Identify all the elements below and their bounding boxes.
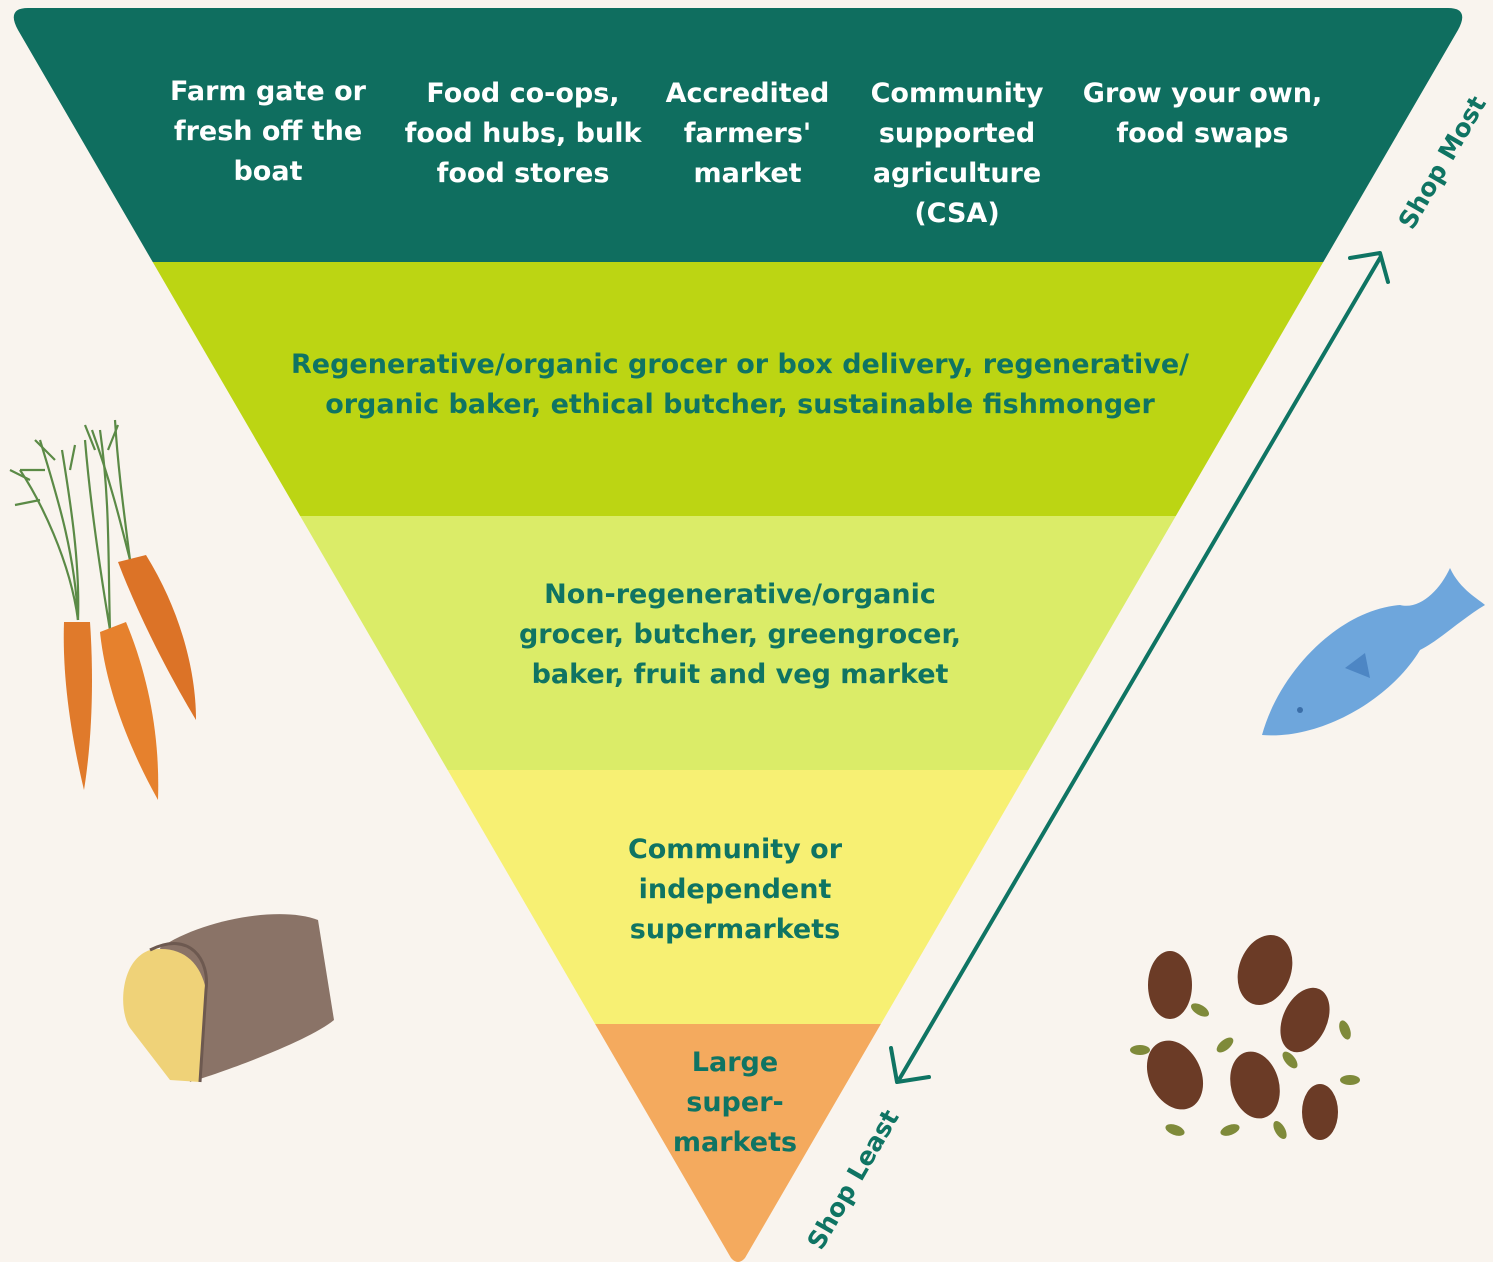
tier-2-label: Regenerative/organic grocer or box deliv… [290,349,1190,420]
tier-1-item-farm-gate: Farm gate or fresh off the boat [170,76,366,187]
tier-5-label: Large super- markets [672,1047,798,1158]
tier-1-item-farmers-market: Accredited farmers' market [665,78,830,189]
bread-loaf-illustration [123,914,334,1083]
seeds-nuts-illustration [1130,935,1360,1140]
tier-1-item-csa: Community supported agriculture (CSA) [870,78,1044,229]
shop-scale-arrow [889,251,1390,1084]
carrots-illustration [9,419,196,800]
fish-illustration [1262,568,1485,736]
tier-4-label: Community or independent supermarkets [627,834,843,945]
tier-1-item-food-coops: Food co-ops, food hubs, bulk food stores [404,78,642,189]
tier-1-band [13,8,1463,262]
tier-3-label: Non-regenerative/organic grocer, butcher… [518,579,962,690]
tier-1-item-grow-your-own: Grow your own, food swaps [1082,78,1323,149]
